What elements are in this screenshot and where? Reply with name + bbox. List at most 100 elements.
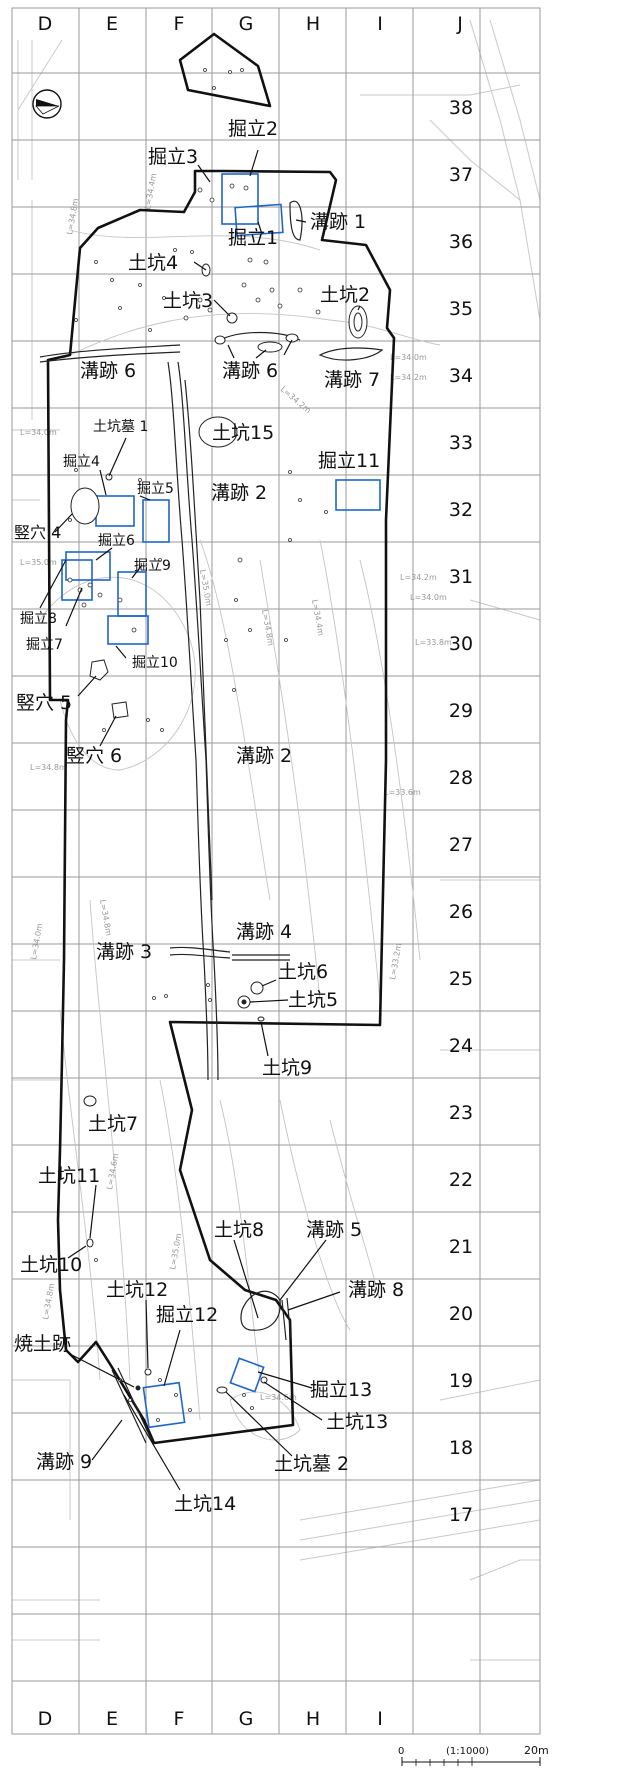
row-label-28: 28 [449,767,473,789]
row-label-26: 26 [449,901,473,923]
col-label-E-bottom: E [106,1708,118,1730]
contour-label: L=34.8m [65,197,80,235]
label-dokou14: 土坑14 [174,1493,236,1515]
row-label-30: 30 [449,633,473,655]
label-mizo9: 溝跡 9 [36,1451,92,1473]
contour-label: L=34.8m [98,899,113,937]
contour-label: L=34.6m [260,1393,297,1402]
column-labels-top: D E F G H I J [38,13,463,35]
building-hottate11 [335,479,381,511]
contour-label: L=34.8m [41,1282,56,1320]
col-label-J: J [456,13,463,35]
scale-bar: 0 (1:1000) 20m [398,1744,549,1766]
row-label-20: 20 [449,1303,473,1325]
label-tateana4: 竪穴 4 [14,523,61,542]
row-label-31: 31 [449,566,473,588]
contour-label: L=33.8m [415,638,452,647]
col-label-G-bottom: G [239,1708,254,1730]
label-hottate11: 掘立11 [318,450,380,472]
column-labels-bottom: D E F G H I [38,1708,383,1730]
col-label-H-bottom: H [306,1708,320,1730]
label-dokou5: 土坑5 [288,989,338,1011]
col-label-D-bottom: D [38,1708,53,1730]
col-label-F: F [174,13,185,35]
contour-label: L=34.0m [390,353,427,362]
feature-labels: 掘立2 掘立3 掘立1 溝跡 1 土坑4 土坑3 土坑2 溝跡 6 溝跡 6 溝… [14,118,404,1515]
pit-tateana5 [89,659,109,681]
label-mizo8: 溝跡 8 [348,1279,404,1301]
scale-zero: 0 [398,1746,404,1757]
row-label-29: 29 [449,700,473,722]
label-hottate3: 掘立3 [148,146,198,168]
label-mizo6-east: 溝跡 6 [222,360,278,382]
label-dokou8: 土坑8 [214,1219,264,1241]
row-label-21: 21 [449,1236,473,1258]
label-hottate8: 掘立8 [20,611,57,627]
label-shodo: 焼土跡 [14,1333,71,1355]
contour-label: L=34.6m [105,1152,120,1190]
row-label-24: 24 [449,1035,473,1057]
building-hottate4 [95,495,135,527]
label-mizo5: 溝跡 5 [306,1219,362,1241]
label-hottate10: 掘立10 [132,655,178,671]
contour-label: L=34.4m [143,172,158,210]
pit-dokou9 [257,1016,265,1022]
row-labels: 38 37 36 35 34 33 32 31 30 29 28 27 26 2… [449,97,473,1526]
row-label-17: 17 [449,1504,473,1526]
row-label-36: 36 [449,231,473,253]
label-hottate13: 掘立13 [310,1379,372,1401]
contour-label: L=34.2m [400,573,437,582]
ditches [39,200,384,1444]
contour-lines [39,229,441,1441]
label-hottate7: 掘立7 [26,637,63,653]
north-arrow-icon [32,89,62,119]
col-label-G: G [239,13,254,35]
label-dokou12: 土坑12 [106,1279,168,1301]
label-mizo6-west: 溝跡 6 [80,360,136,382]
contour-label: L=34.4m [310,599,325,637]
row-label-38: 38 [449,97,473,119]
label-mizo3: 溝跡 3 [96,941,152,963]
contour-label: L=34.0m [20,428,57,437]
contour-label: L=35.0m [20,558,57,567]
label-mizo2-north: 溝跡 2 [211,482,267,504]
contour-labels: L=34.4m L=34.8m L=34.0m L=34.2m L=34.2m … [20,172,452,1402]
label-dokou10: 土坑10 [20,1254,82,1276]
contour-label: L=33.6m [384,788,421,797]
row-label-18: 18 [449,1437,473,1459]
label-mizo1: 溝跡 1 [310,211,366,233]
pit-dokoubo1 [105,473,113,481]
row-label-34: 34 [449,365,473,387]
row-label-19: 19 [449,1370,473,1392]
label-hottate12: 掘立12 [156,1304,218,1326]
row-label-22: 22 [449,1169,473,1191]
pit-dokou12 [144,1368,152,1376]
pit-dokou11 [86,1238,94,1248]
row-label-35: 35 [449,298,473,320]
excavation-boundaries [46,32,396,1445]
row-label-37: 37 [449,164,473,186]
pit-dokou15 [198,416,238,448]
row-label-25: 25 [449,968,473,990]
building-hottate1 [234,203,284,237]
label-mizo7: 溝跡 7 [324,369,380,391]
postholes [67,68,328,1422]
contour-label: L=34.2m [279,385,313,416]
col-label-H: H [306,13,320,35]
label-dokou6: 土坑6 [278,961,328,983]
label-hottate4: 掘立4 [63,454,100,470]
contour-label: L=34.8m [260,609,275,647]
col-label-F-bottom: F [174,1708,185,1730]
row-label-23: 23 [449,1102,473,1124]
label-dokoubo1: 土坑墓 1 [93,419,148,435]
row-label-27: 27 [449,834,473,856]
contour-label: L=35.0m [168,1232,183,1270]
pit-dokou13 [260,1376,268,1384]
pit-dokoubo2 [216,1386,228,1394]
col-label-I-bottom: I [377,1708,383,1730]
pit-tateana4 [70,487,100,525]
label-hottate6: 掘立6 [98,533,135,549]
label-tateana6: 竪穴 6 [66,745,122,767]
leader-lines [39,149,361,1491]
